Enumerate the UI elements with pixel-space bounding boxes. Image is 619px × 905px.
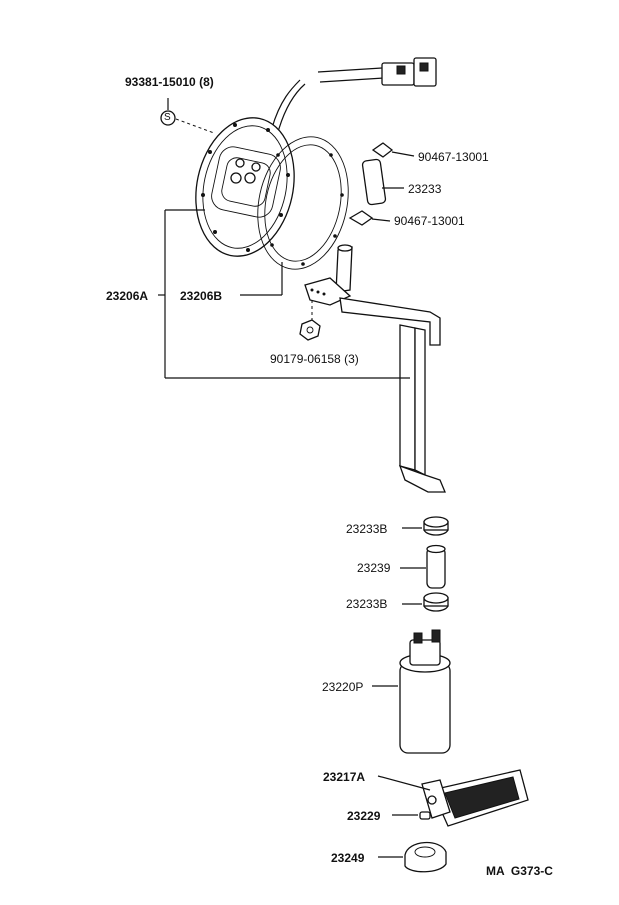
label-cushion: 23249	[331, 851, 365, 865]
label-nut: 90179-06158 (3)	[270, 352, 359, 366]
screw-symbol-circle	[160, 110, 176, 126]
label-screw-symbol: S	[164, 112, 171, 123]
label-bracket-assy: 23206A	[106, 289, 149, 303]
label-clamp-b-lower: 23233B	[346, 597, 388, 611]
pump-hose	[400, 544, 446, 589]
fuel-pump-body	[372, 629, 451, 754]
label-clip: 23229	[347, 809, 381, 823]
wire-connector	[271, 57, 437, 133]
cushion	[378, 841, 447, 873]
label-clamp-b-upper: 23233B	[346, 522, 388, 536]
label-hose-upper: 23233	[408, 182, 442, 196]
label-filter: 23217A	[323, 770, 366, 784]
fuel-filter	[377, 769, 529, 827]
upper-hose-assembly	[348, 142, 415, 226]
diagram-code: MA G373-C	[486, 864, 553, 878]
label-clamp-lower: 90467-13001	[394, 214, 465, 228]
nut	[299, 300, 321, 341]
label-hose-pump: 23239	[357, 561, 391, 575]
clip	[392, 811, 431, 820]
label-screw-set: 93381-15010 (8)	[125, 75, 214, 89]
cover-plate	[195, 117, 295, 257]
pump-bracket	[304, 244, 446, 493]
label-pump: 23220P	[322, 680, 364, 694]
gasket-ring	[257, 136, 349, 270]
clamp-b-upper	[402, 516, 449, 536]
clamp-b-lower	[402, 592, 449, 612]
label-gasket: 23206B	[180, 289, 223, 303]
label-clamp-upper: 90467-13001	[418, 150, 489, 164]
